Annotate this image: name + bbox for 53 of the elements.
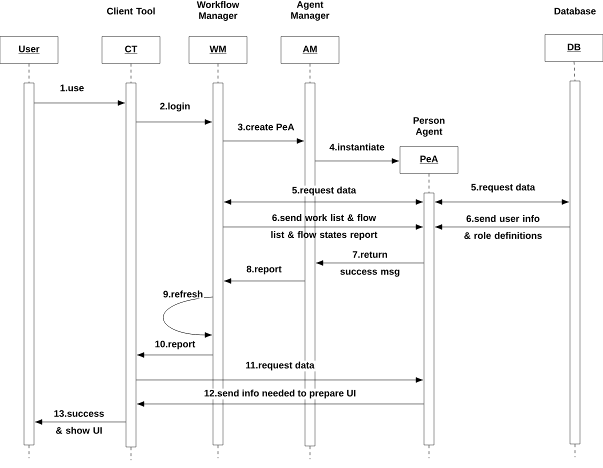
activation-bar: [24, 82, 34, 446]
message-arrow: [316, 260, 424, 266]
lifeline: [130, 63, 132, 84]
message-label: 13.success & show UI: [54, 410, 104, 434]
message-arrow: [136, 119, 212, 125]
message-arrow: [35, 419, 126, 425]
message-arrow: [434, 224, 570, 230]
message-label: 12.send info needed to prepare UI: [203, 388, 357, 400]
participant-box: AM: [280, 36, 340, 64]
message-label: 7.return success msg: [340, 251, 400, 277]
lifeline: [574, 444, 576, 458]
lifeline: [28, 444, 30, 458]
participant-name: Agent Manager: [291, 1, 330, 21]
message-label: 5.request data: [290, 186, 358, 196]
message-arrow: [136, 401, 424, 407]
lifeline: [428, 173, 430, 194]
participant-name: Client Tool: [107, 8, 155, 14]
message-arrow: [34, 100, 126, 106]
message-label: 6.send work list & flow list & flow states report: [271, 214, 378, 240]
message-arrow: [222, 138, 304, 144]
lifeline: [428, 444, 430, 458]
message-arrow: [163, 296, 214, 338]
participant-box: WM: [188, 36, 248, 64]
message-label: 10.report: [154, 340, 196, 350]
message-label: 5.request data: [470, 182, 536, 194]
message-label: 4.instantiate: [328, 142, 386, 152]
message-label: 8.report: [245, 264, 283, 276]
activation-bar: [126, 82, 136, 448]
lifeline: [574, 61, 576, 82]
message-label: 9.refresh: [162, 290, 204, 298]
lifeline: [130, 446, 132, 460]
participant-name: Database: [554, 8, 596, 14]
message-label: 2.login: [158, 102, 192, 112]
message-arrow: [314, 158, 400, 164]
message-arrow: [136, 377, 424, 383]
participant-name: Person Agent: [414, 117, 444, 137]
message-arrow: [224, 199, 424, 205]
participant-box: CT: [102, 36, 160, 64]
message-label: 6.send user info & role definitions: [464, 215, 542, 239]
message-arrow: [434, 199, 570, 205]
message-arrow: [222, 224, 424, 230]
activation-bar: [424, 192, 434, 446]
participant-box: DB: [544, 34, 603, 62]
activation-bar: [570, 80, 580, 444]
message-arrow: [136, 352, 214, 358]
message-arrow: [224, 278, 306, 284]
message-label: 1.use: [58, 84, 86, 92]
lifeline: [28, 63, 30, 84]
message-label: 3.create PeA: [236, 122, 296, 132]
participant-box: User: [0, 36, 58, 64]
participant-box: PeA: [400, 146, 458, 174]
message-label: 11.request data: [244, 360, 316, 372]
participant-name: Workflow Manager: [196, 1, 240, 21]
